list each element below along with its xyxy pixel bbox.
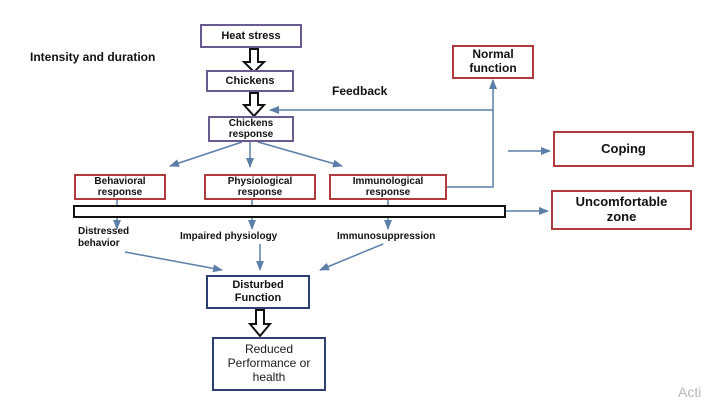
arrow-distressed-to-disturbed [124, 251, 223, 273]
arrow-immunological-to-normal [447, 79, 497, 188]
node-behavioral-response: Behavioral response [74, 174, 166, 200]
label-intensity-duration: Intensity and duration [30, 50, 156, 64]
arrow-response-to-behavioral [169, 141, 243, 167]
node-reduced-performance: Reduced Performance or health [212, 337, 326, 391]
label-distressed-behavior: Distressed behavior [78, 226, 130, 249]
node-chickens-response: Chickens response [208, 116, 294, 142]
block-arrow-heat-to-chickens [241, 48, 267, 74]
label-immunosuppression: Immunosuppression [337, 231, 436, 242]
block-arrow-chickens-to-response [241, 92, 267, 118]
node-disturbed-function: Disturbed Function [206, 275, 310, 309]
arrow-immuno-to-disturbed [319, 243, 384, 271]
node-normal-function: Normal function [452, 45, 534, 79]
uncomfortable-zone-bar [73, 205, 506, 218]
node-coping: Coping [553, 131, 694, 167]
watermark-text: Acti [678, 384, 702, 400]
label-feedback: Feedback [332, 84, 388, 98]
label-impaired-physiology: Impaired physiology [180, 231, 278, 242]
node-uncomfortable-zone: Uncomfortable zone [551, 190, 692, 230]
node-physiological-response: Physiological response [204, 174, 316, 200]
node-chickens: Chickens [206, 70, 294, 92]
node-heat-stress: Heat stress [200, 24, 302, 48]
block-arrow-disturbed-to-reduced [247, 309, 273, 338]
arrow-response-to-immunological [257, 141, 343, 168]
node-immunological-response: Immunological response [329, 174, 447, 200]
